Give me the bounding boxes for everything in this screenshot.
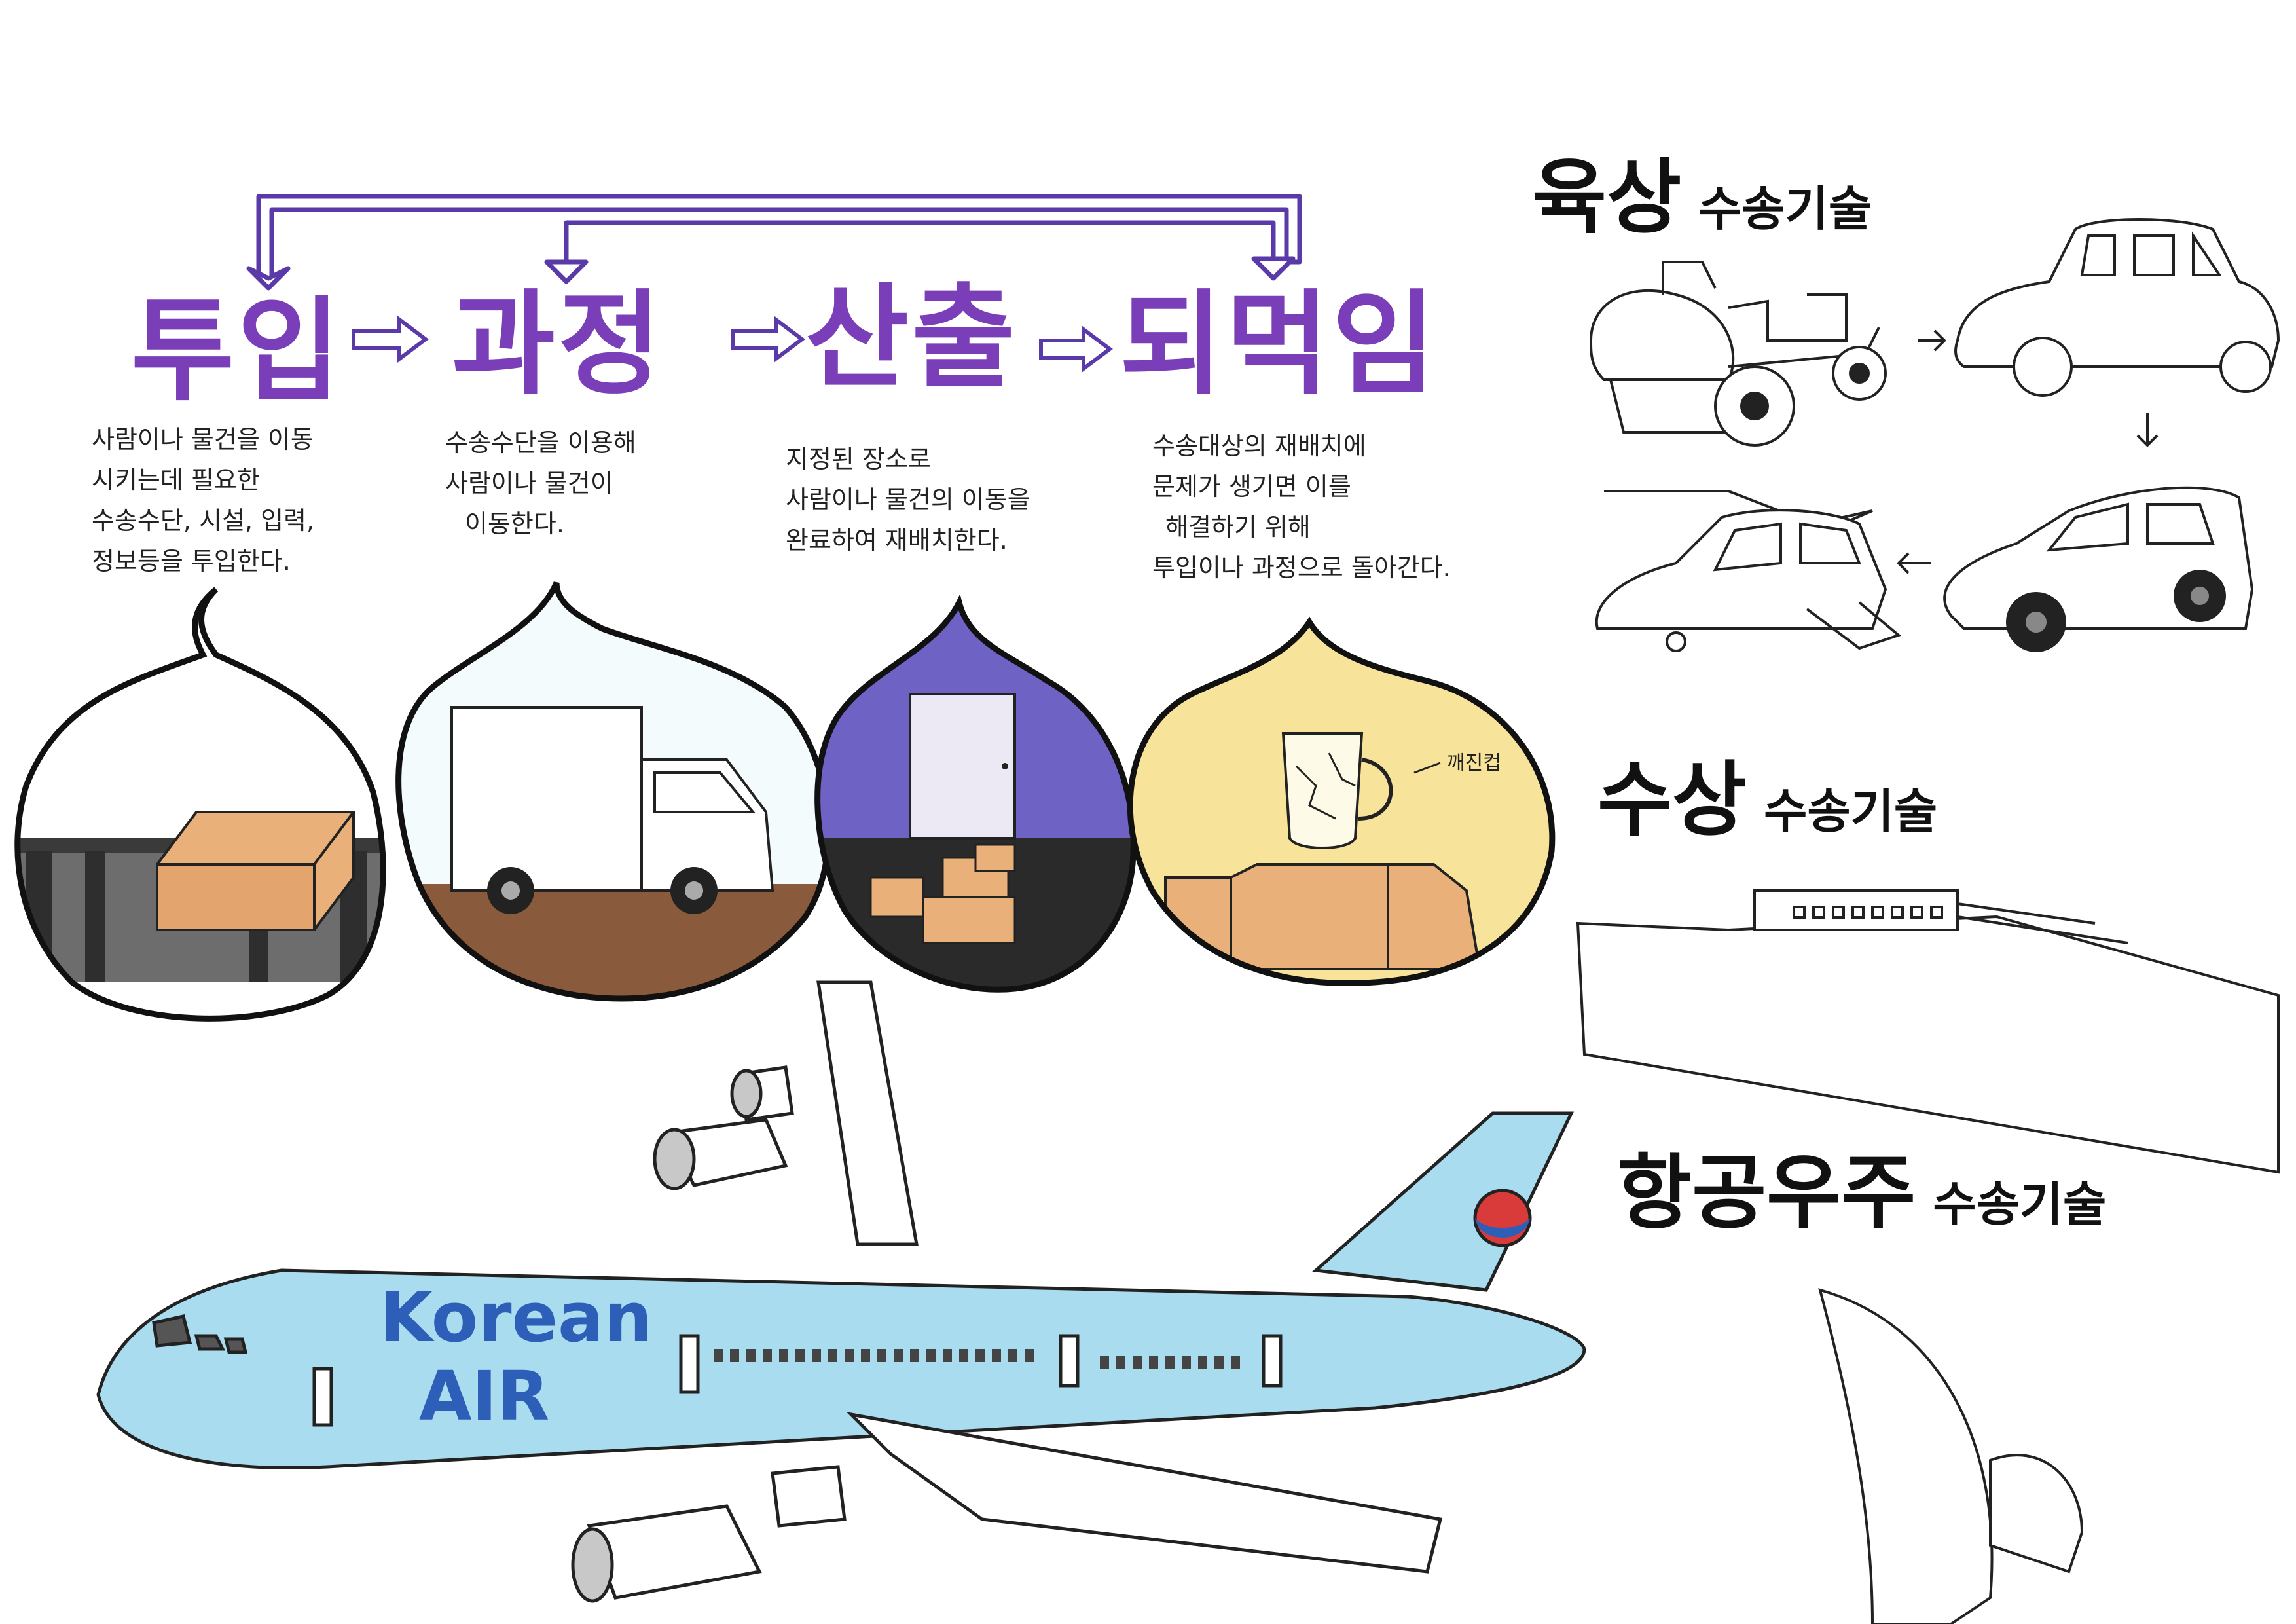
description-line: 문제가 생기면 이를 bbox=[1152, 472, 1351, 501]
description-line: 이동한다. bbox=[465, 509, 564, 538]
description-line: 시키는데 필요한 bbox=[92, 466, 260, 494]
arrow-1 bbox=[352, 316, 429, 363]
rocket bbox=[1818, 1288, 2084, 1624]
description-line: 완료하여 재배치한다. bbox=[786, 526, 1008, 555]
ship bbox=[1576, 889, 2280, 1174]
description-line: 수송수단을 이용해 bbox=[445, 428, 636, 457]
air-subtitle: 수송기술 bbox=[1933, 1177, 2107, 1232]
stage-input: 투입 bbox=[131, 285, 344, 416]
cup-annotation: 깨진컵 bbox=[1447, 752, 1501, 775]
airplane bbox=[96, 980, 1586, 1603]
airline-logo-line2: AIR bbox=[419, 1356, 550, 1436]
description-line: 사람이나 물건이 bbox=[445, 469, 613, 498]
water-subtitle: 수송기술 bbox=[1764, 784, 1938, 839]
description-line: 정보등을 투입한다. bbox=[92, 547, 291, 576]
arrow-2 bbox=[731, 316, 805, 363]
cup-pointer-arrow bbox=[1413, 762, 1441, 774]
water-title: 수상 bbox=[1597, 753, 1747, 847]
land-vehicles bbox=[1589, 218, 2280, 652]
description-line: 해결하기 위해 bbox=[1165, 513, 1311, 542]
land-title: 육상 bbox=[1532, 151, 1682, 245]
flow-arrows bbox=[352, 316, 1113, 373]
description-output: 지정된 장소로 사람이나 물건의 이동을 완료하여 재배치한다. bbox=[786, 439, 1030, 561]
passenger-windows bbox=[714, 1349, 1240, 1369]
arrow-3 bbox=[1039, 325, 1113, 373]
land-subtitle: 수송기술 bbox=[1698, 181, 1872, 236]
description-line: 지정된 장소로 bbox=[786, 445, 931, 473]
description-process: 수송수단을 이용해 사람이나 물건이 이동한다. bbox=[445, 422, 636, 544]
bubble-feedback bbox=[1127, 616, 1556, 986]
description-line: 수송수단, 시설, 입력, bbox=[92, 506, 315, 535]
airline-logo-line1: Korean bbox=[380, 1278, 653, 1357]
description-line: 사람이나 물건의 이동을 bbox=[786, 485, 1030, 514]
description-input: 사람이나 물건을 이동 시키는데 필요한 수송수단, 시설, 입력, 정보등을 … bbox=[92, 419, 314, 581]
stage-feedback: 되먹임 bbox=[1120, 278, 1438, 410]
description-feedback: 수송대상의 재배치에 문제가 생기면 이를 해결하기 위해 투입이나 과정으로 … bbox=[1152, 426, 1451, 588]
air-title: 항공우주 bbox=[1617, 1146, 1916, 1240]
description-line: 투입이나 과정으로 돌아간다. bbox=[1152, 553, 1451, 582]
bubble-process bbox=[395, 581, 832, 1002]
feedback-arrows bbox=[246, 194, 1302, 291]
description-line: 수송대상의 재배치에 bbox=[1152, 432, 1366, 460]
stage-process: 과정 bbox=[452, 278, 665, 410]
bubble-input bbox=[14, 587, 386, 1022]
description-line: 사람이나 물건을 이동 bbox=[92, 425, 314, 454]
stage-output: 산출 bbox=[805, 272, 1018, 403]
bubble-output bbox=[814, 594, 1137, 993]
